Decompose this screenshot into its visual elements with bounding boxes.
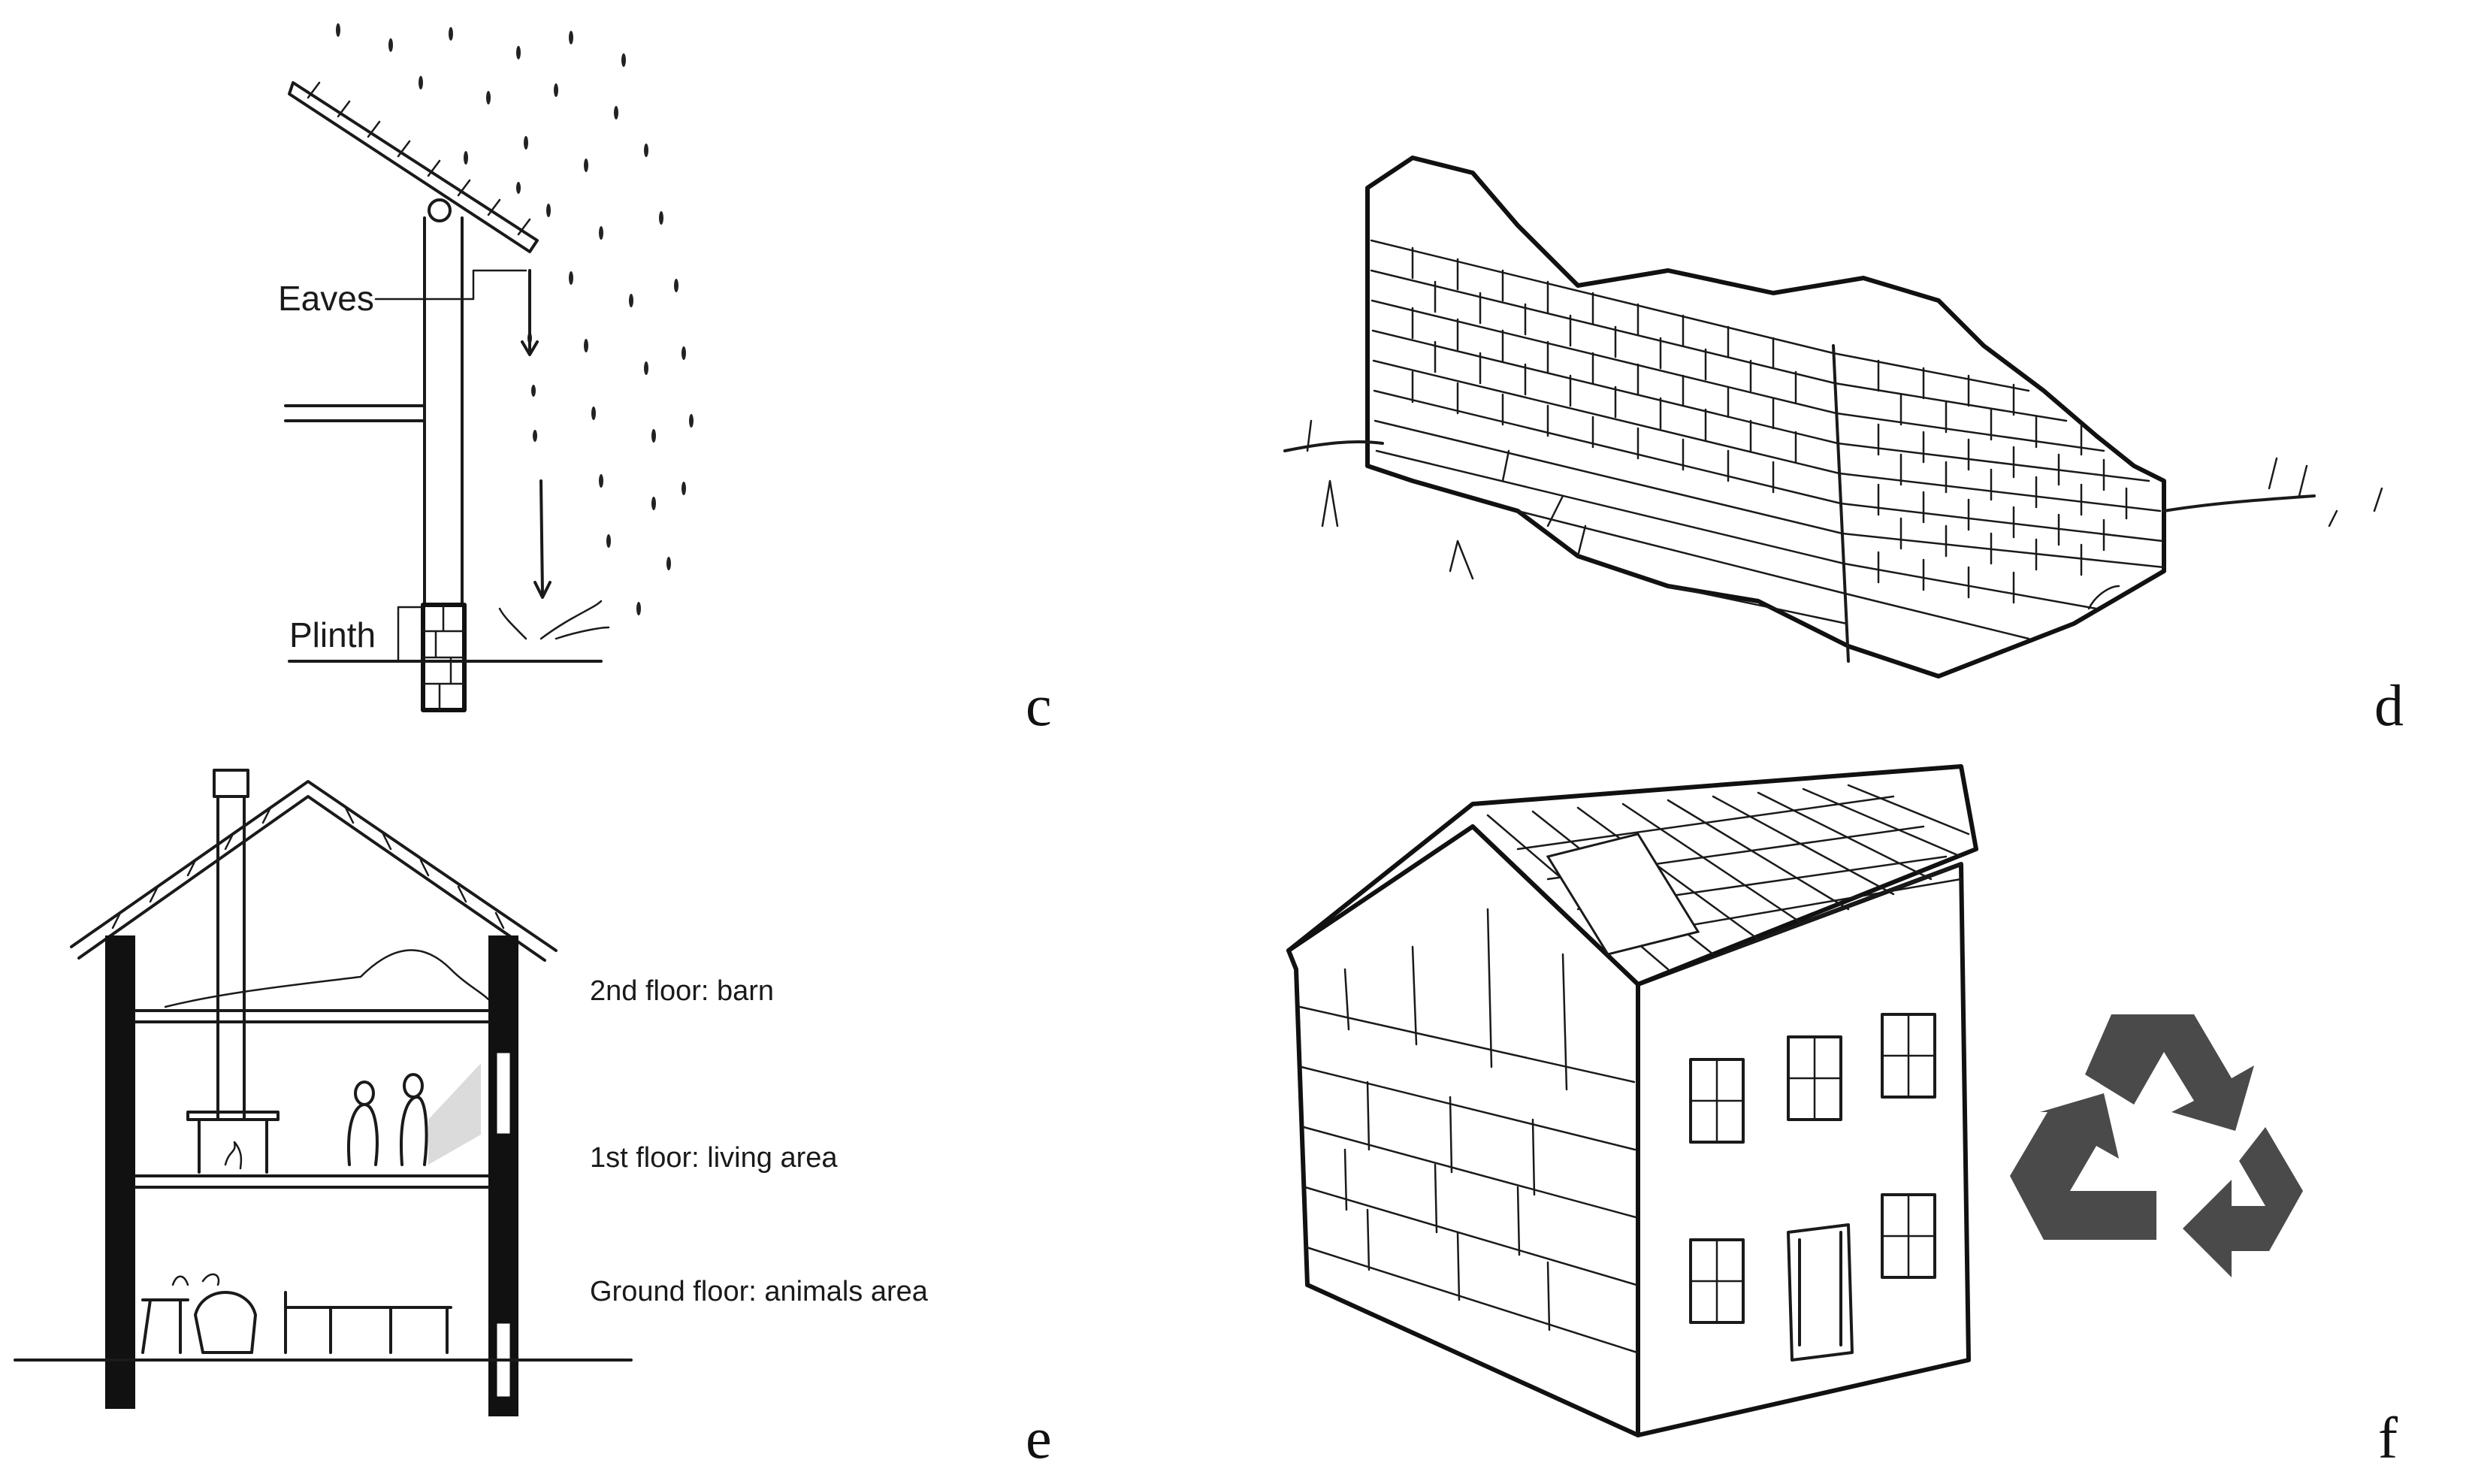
panel-f-recycled-house: f bbox=[1097, 744, 2466, 1484]
floor-label-second: 2nd floor: barn bbox=[590, 975, 775, 1007]
chimney bbox=[213, 769, 249, 1121]
panel-label-c: c bbox=[1026, 672, 1052, 738]
floor-beam bbox=[284, 404, 426, 422]
hay-pile bbox=[164, 949, 490, 1008]
floor-slab-1 bbox=[134, 1174, 490, 1189]
floor-label-first: 1st floor: living area bbox=[590, 1142, 838, 1174]
house-roof bbox=[70, 780, 558, 962]
house-roof-tiles bbox=[1286, 764, 1978, 987]
wall-column bbox=[421, 198, 467, 712]
panel-label-e: e bbox=[1026, 1405, 1052, 1470]
brick-joints bbox=[1411, 246, 2128, 604]
windows bbox=[1689, 1013, 1936, 1324]
panel-e-house-section: 2nd floor: barn 1st floor: living area G… bbox=[0, 744, 1097, 1484]
panel-label-d: d bbox=[2374, 672, 2404, 738]
floor-label-ground: Ground floor: animals area bbox=[590, 1276, 928, 1307]
plinth-label: Plinth bbox=[289, 615, 376, 654]
people bbox=[347, 1063, 481, 1166]
ruined-wall-sketch bbox=[1283, 156, 2383, 679]
eaves-label: Eaves bbox=[278, 279, 374, 318]
panel-d-ruined-wall: d bbox=[1097, 0, 2466, 736]
fireplace bbox=[186, 1111, 280, 1174]
ground-grass bbox=[1283, 419, 2383, 610]
roof-tiles bbox=[288, 81, 539, 253]
drip-arrows bbox=[498, 269, 610, 640]
house-section-sketch bbox=[14, 769, 633, 1416]
eaves-plinth-sketch bbox=[284, 23, 694, 712]
floor-slab-2 bbox=[134, 1009, 490, 1023]
recycled-house-sketch bbox=[1286, 764, 1978, 1437]
front-door bbox=[1787, 1223, 1854, 1362]
plinth-bracket bbox=[397, 606, 422, 663]
eaves-leader bbox=[374, 269, 527, 301]
rain-drops bbox=[336, 23, 694, 615]
animal-stalls bbox=[141, 1273, 452, 1354]
panel-c-wall-section: Eaves Plinth c bbox=[0, 0, 1097, 736]
house-front-wall bbox=[1636, 862, 1971, 1437]
left-wall bbox=[105, 935, 135, 1409]
recycle-icon bbox=[2010, 1014, 2303, 1277]
brick-courses bbox=[1370, 239, 2165, 640]
panel-label-f: f bbox=[2378, 1405, 2398, 1470]
